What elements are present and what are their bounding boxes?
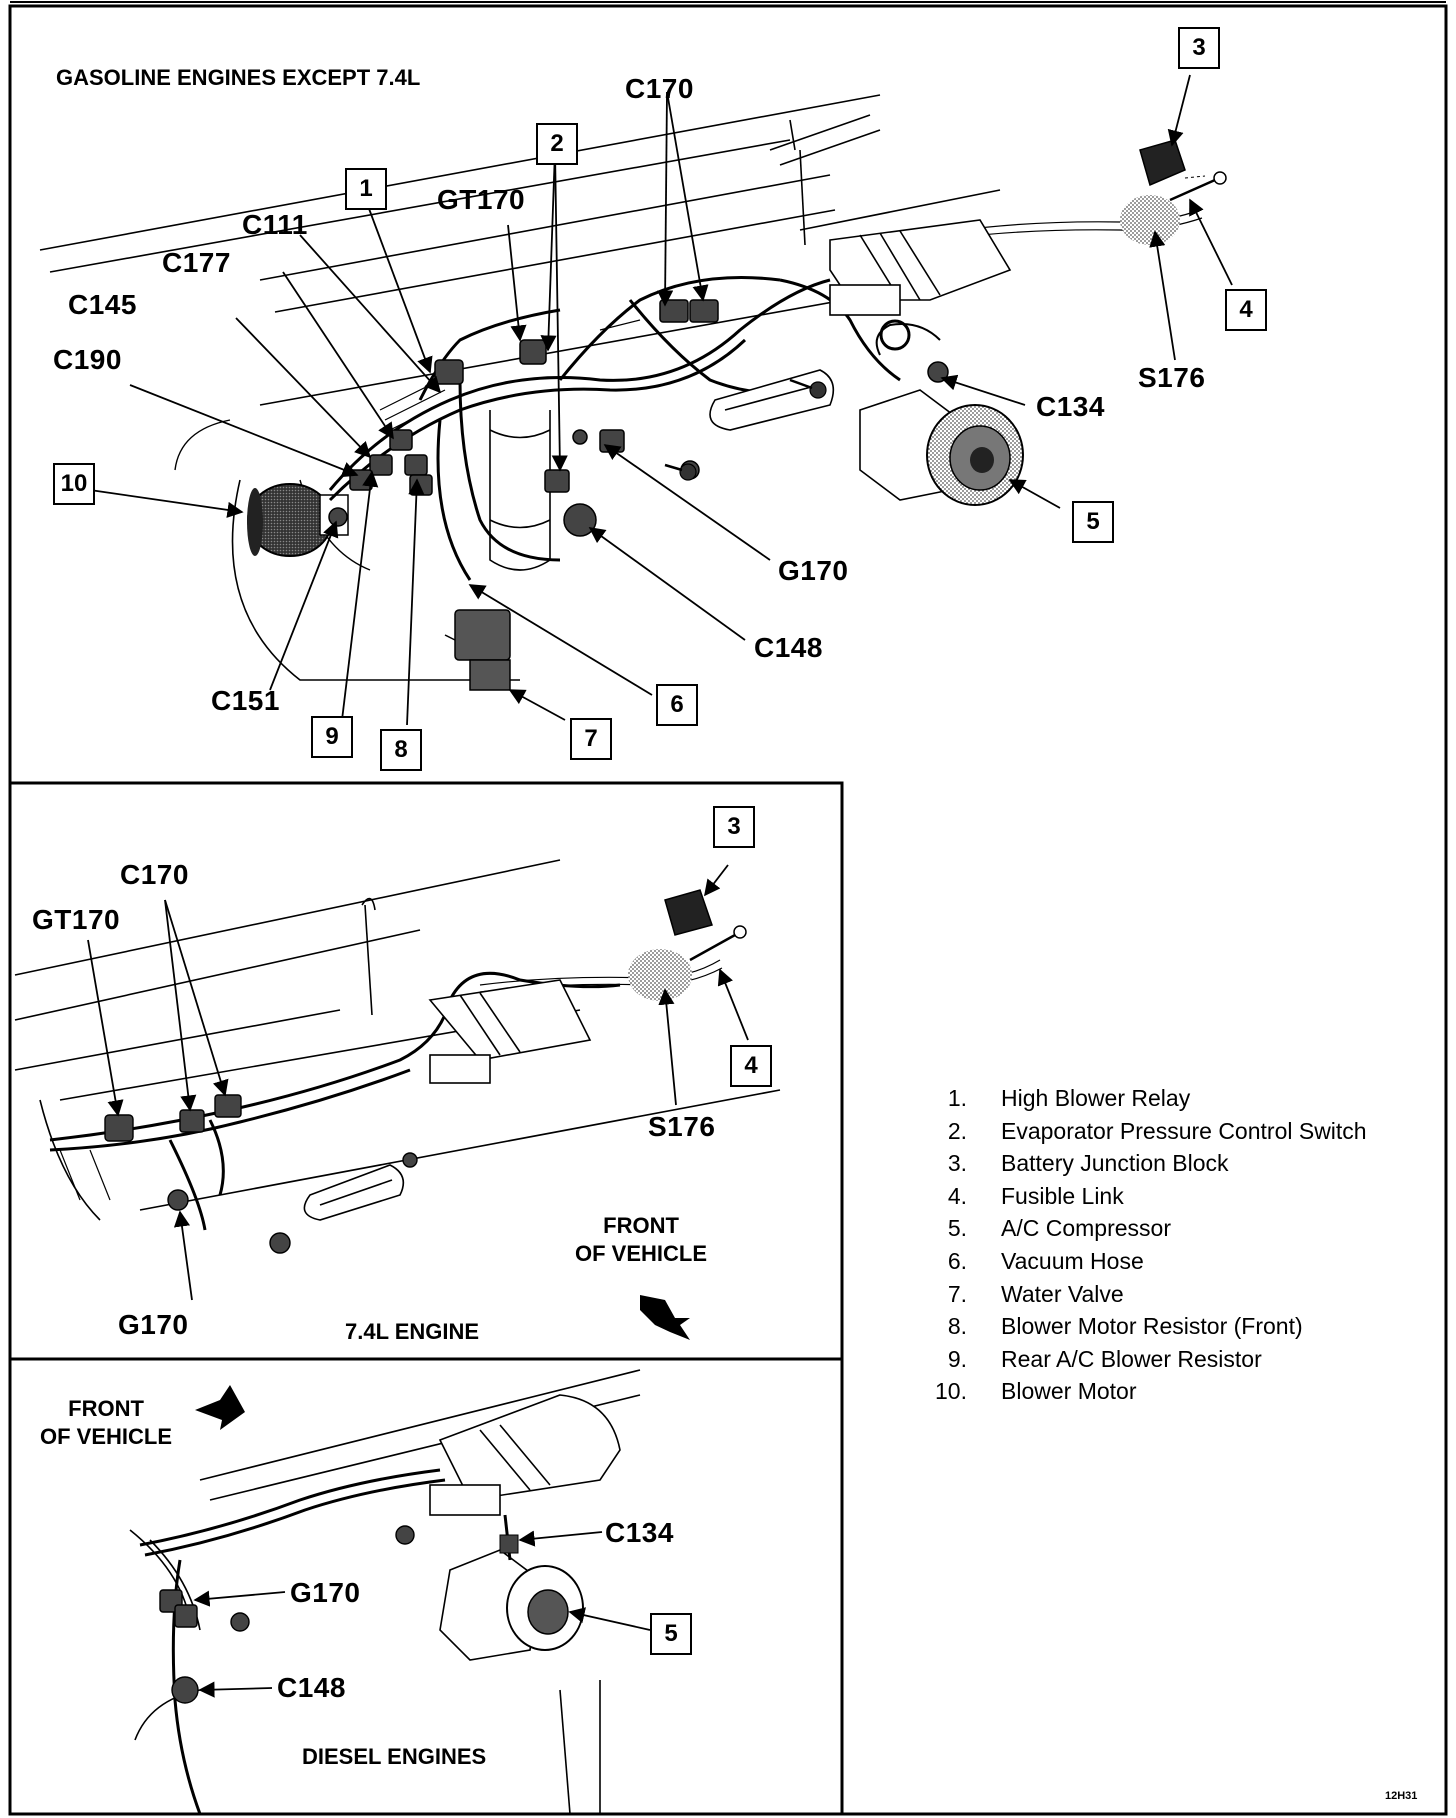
callout-3: 3 [1178, 27, 1220, 69]
legend-item: 4. Fusible Link [905, 1180, 1425, 1213]
label-c134-main: C134 [1036, 391, 1105, 422]
callout-4: 4 [1225, 289, 1267, 331]
engine74-section-title: 7.4L ENGINE [345, 1319, 480, 1344]
legend-num: 4. [947, 1182, 967, 1209]
legend-num: 1. [947, 1085, 967, 1111]
compressor-drawing [859, 319, 1024, 506]
diesel-connectors [159, 1525, 415, 1704]
legend-num: 10. [935, 1378, 967, 1405]
callout-6: 6 [656, 684, 698, 726]
diesel-section-title: DIESEL ENGINES [302, 1744, 487, 1769]
front-line1: FRONT [68, 1396, 144, 1421]
label-s176-74: S176 [648, 1111, 716, 1142]
legend-text: Water Valve [1001, 1280, 1124, 1307]
gasoline-section-title: GASOLINE ENGINES EXCEPT 7.4L [56, 65, 421, 90]
label-c170-main: C170 [625, 73, 694, 104]
legend-text: Vacuum Hose [1001, 1247, 1144, 1274]
legend-item: 3. Battery Junction Block [905, 1147, 1425, 1180]
label-s176-main: S176 [1138, 362, 1206, 393]
legend: 1. High Blower Relay 2. Evaporator Pressur… [905, 1082, 1425, 1408]
label-c148-diesel: C148 [277, 1672, 346, 1703]
label-g170-74: G170 [118, 1309, 189, 1340]
legend-text: High Blower Relay [1001, 1085, 1191, 1111]
label-gt170-74: GT170 [32, 904, 121, 935]
main-bolts [664, 378, 827, 481]
legend-item: 7. Water Valve [905, 1278, 1425, 1311]
label-g170-main: G170 [778, 555, 849, 586]
callout-5-diesel: 5 [650, 1613, 692, 1655]
label-c151-main: C151 [211, 685, 280, 716]
callout-10: 10 [53, 463, 95, 505]
diesel-blower-case [429, 1394, 621, 1516]
legend-text: Blower Motor Resistor (Front) [1001, 1313, 1303, 1340]
label-c148-main: C148 [754, 632, 823, 663]
legend-item: 2. Evaporator Pressure Control Switch [905, 1115, 1425, 1148]
front-line2: OF VEHICLE [575, 1241, 708, 1266]
label-c170-74: C170 [120, 859, 189, 890]
engine74-body-lines [14, 859, 781, 1221]
engine74-junction [628, 889, 747, 1001]
accumulator-drawing [489, 410, 551, 571]
legend-text: A/C Compressor [1001, 1215, 1171, 1242]
callout-1: 1 [345, 168, 387, 210]
front-of-vehicle-diesel: FRONT OF VEHICLE [40, 1395, 172, 1451]
engine74-leaders [87, 864, 749, 1301]
legend-item: 8. Blower Motor Resistor (Front) [905, 1310, 1425, 1343]
main-leaders [89, 74, 1233, 726]
legend-text: Evaporator Pressure Control Switch [1001, 1117, 1367, 1144]
label-c177-main: C177 [162, 247, 231, 278]
water-valve-drawing [444, 609, 511, 691]
callout-8: 8 [380, 729, 422, 771]
front-line2: OF VEHICLE [40, 1424, 173, 1449]
main-connectors [328, 299, 949, 537]
legend-num: 8. [947, 1313, 967, 1340]
label-c145-main: C145 [68, 289, 137, 320]
label-c111-main: C111 [242, 209, 308, 240]
front-arrow-diesel [195, 1385, 245, 1430]
label-c190-main: C190 [53, 344, 122, 375]
callout-2: 2 [536, 123, 578, 165]
legend-num: 3. [947, 1150, 967, 1177]
engine74-connectors [104, 1094, 418, 1254]
legend-text: Rear A/C Blower Resistor [1001, 1345, 1262, 1372]
main-body-lines [39, 94, 1001, 406]
callout-5: 5 [1072, 501, 1114, 543]
engine74-blower-case [428, 979, 592, 1084]
legend-num: 2. [947, 1117, 967, 1144]
blower-case-drawing [829, 219, 1012, 316]
legend-num: 5. [947, 1215, 967, 1242]
diesel-compressor-drawing [439, 1514, 584, 1661]
legend-item: 10. Blower Motor [905, 1375, 1425, 1408]
legend-num: 6. [947, 1247, 967, 1274]
diesel-leaders [193, 1530, 651, 1698]
legend-text: Fusible Link [1001, 1182, 1124, 1209]
figure-code: 12H31 [1385, 1790, 1418, 1802]
label-c134-diesel: C134 [605, 1517, 674, 1548]
label-gt170-main: GT170 [437, 184, 526, 215]
legend-item: 9. Rear A/C Blower Resistor [905, 1343, 1425, 1376]
duct-drawing [709, 369, 835, 431]
front-arrow-74 [640, 1295, 690, 1340]
junction-block-main [1120, 139, 1227, 245]
legend-num: 9. [947, 1345, 967, 1372]
label-g170-diesel: G170 [290, 1577, 361, 1608]
legend-item: 6. Vacuum Hose [905, 1245, 1425, 1278]
callout-4-74: 4 [730, 1045, 772, 1087]
legend-text: Battery Junction Block [1001, 1150, 1229, 1177]
callout-9: 9 [311, 716, 353, 758]
panel-diesel [8, 1357, 844, 1816]
front-of-vehicle-74: FRONT OF VEHICLE [575, 1212, 707, 1268]
callout-3-74: 3 [713, 806, 755, 848]
legend-text: Blower Motor [1001, 1378, 1137, 1405]
front-line1: FRONT [603, 1213, 679, 1238]
legend-item: 5. A/C Compressor [905, 1212, 1425, 1245]
engine74-thin-wires [59, 959, 723, 1201]
legend-item: 1. High Blower Relay [905, 1082, 1425, 1115]
callout-7: 7 [570, 718, 612, 760]
engine74-duct [303, 1164, 405, 1221]
legend-num: 7. [947, 1280, 967, 1307]
